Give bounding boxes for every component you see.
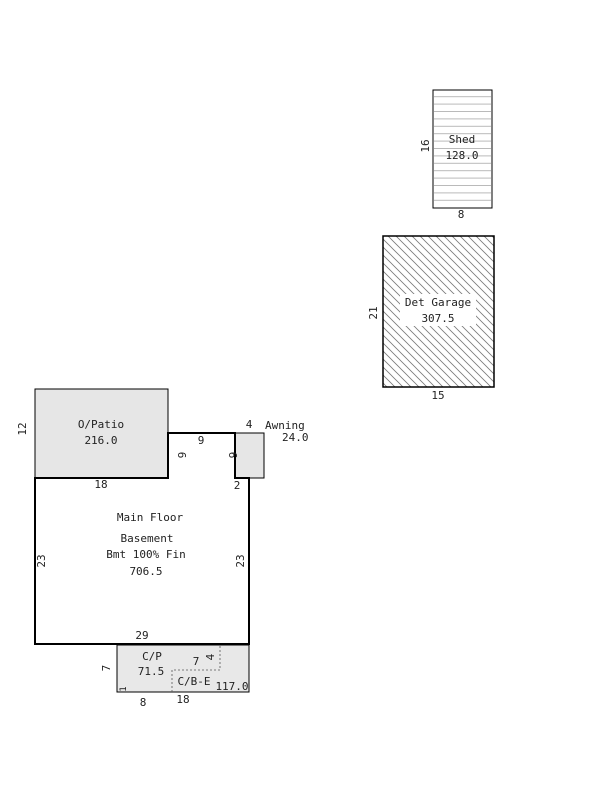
- awning-label: Awning: [265, 419, 305, 432]
- carport-dim-bottom: 8: [140, 696, 147, 709]
- cbe-dim-inner-h: 4: [204, 653, 217, 660]
- awning-dim-bottom: 2: [234, 479, 241, 492]
- basement-finish-label: Bmt 100% Fin: [106, 548, 185, 561]
- shed-dim-side: 16: [419, 139, 432, 152]
- awning-dim-top: 4: [246, 418, 253, 431]
- garage-area: 307.5: [421, 312, 454, 325]
- patio-dim-right: 6: [175, 452, 188, 459]
- garage-dim-side: 21: [367, 306, 380, 319]
- shed-outline: [432, 89, 493, 209]
- garage-dim-bottom: 15: [431, 389, 444, 402]
- main-dim-right: 23: [234, 554, 247, 567]
- shed-label: Shed: [449, 133, 476, 146]
- patio-label: O/Patio: [78, 418, 124, 431]
- cbe-inner-outline: [171, 645, 221, 692]
- notch-dim-top: 9: [198, 434, 205, 447]
- carport-dim-side: 7: [100, 665, 113, 672]
- carport-outline: [116, 644, 250, 693]
- cbe-dim-bottom: 18: [176, 693, 189, 706]
- carport-dim-small: 1: [119, 686, 129, 691]
- main-dim-left: 23: [35, 554, 48, 567]
- basement-label: Basement: [121, 532, 174, 545]
- patio-outline: [34, 388, 169, 479]
- garage-label-backdrop: [400, 294, 476, 326]
- carport-area: 71.5: [138, 665, 165, 678]
- patio-area: 216.0: [84, 434, 117, 447]
- main-dim-bottom: 29: [135, 629, 148, 642]
- carport-label: C/P: [142, 650, 162, 663]
- patio-dim-side: 12: [16, 422, 29, 435]
- patio-dim-bottom: 18: [94, 478, 107, 491]
- main-floor-area: 706.5: [129, 565, 162, 578]
- garage-label: Det Garage: [405, 296, 471, 309]
- main-floor-label: Main Floor: [117, 511, 184, 524]
- notch-dim-right: 6: [226, 452, 239, 459]
- cbe-label: C/B-E: [177, 675, 210, 688]
- shed-dim-bottom: 8: [458, 208, 465, 221]
- shed-area: 128.0: [445, 149, 478, 162]
- main-floor-outline: [34, 432, 250, 645]
- cbe-dim-inner-w: 7: [193, 655, 200, 668]
- cbe-area: 117.0: [215, 680, 248, 693]
- awning-area: 24.0: [282, 431, 309, 444]
